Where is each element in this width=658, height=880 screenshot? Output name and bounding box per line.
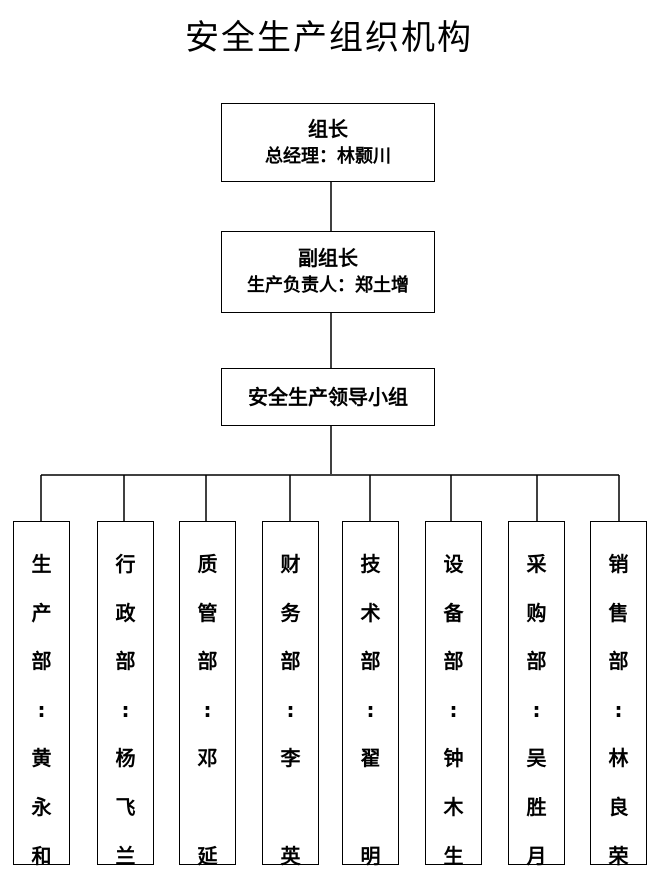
- department-label: 生 产 部 : 黄 永 和: [31, 552, 52, 868]
- department-box-production: 生 产 部 : 黄 永 和: [13, 521, 70, 868]
- deputy-role: 副组长: [298, 246, 358, 270]
- department-box-purchasing: 采 购 部 : 吴 胜 月: [508, 521, 565, 868]
- department-box-sales: 销 售 部 : 林 良 荣: [590, 521, 647, 868]
- department-label: 技 术 部 : 翟 明: [360, 552, 381, 868]
- department-box-administration: 行 政 部 : 杨 飞 兰: [97, 521, 154, 868]
- department-box-technology: 技 术 部 : 翟 明: [342, 521, 399, 868]
- deputy-box: 副组长 生产负责人：郑土增: [221, 231, 435, 313]
- department-box-finance: 财 务 部 : 李 英: [262, 521, 319, 868]
- department-label: 财 务 部 : 李 英: [280, 552, 301, 868]
- department-label: 采 购 部 : 吴 胜 月: [526, 552, 547, 868]
- department-box-equipment: 设 备 部 : 钟 木 生: [425, 521, 482, 868]
- department-box-quality: 质 管 部 : 邓 延: [179, 521, 236, 868]
- leader-role: 组长: [308, 116, 348, 141]
- department-label: 行 政 部 : 杨 飞 兰: [115, 552, 136, 868]
- deputy-person: 生产负责人：郑土增: [247, 275, 409, 296]
- department-label: 销 售 部 : 林 良 荣: [608, 552, 629, 868]
- safety-group-label: 安全生产领导小组: [248, 385, 408, 409]
- leader-person: 总经理：林颢川: [265, 145, 391, 167]
- safety-group-box: 安全生产领导小组: [221, 368, 435, 426]
- diagram-title: 安全生产组织机构: [185, 18, 473, 58]
- leader-box: 组长 总经理：林颢川: [221, 103, 435, 182]
- department-label: 质 管 部 : 邓 延: [197, 552, 218, 868]
- department-label: 设 备 部 : 钟 木 生: [443, 552, 464, 868]
